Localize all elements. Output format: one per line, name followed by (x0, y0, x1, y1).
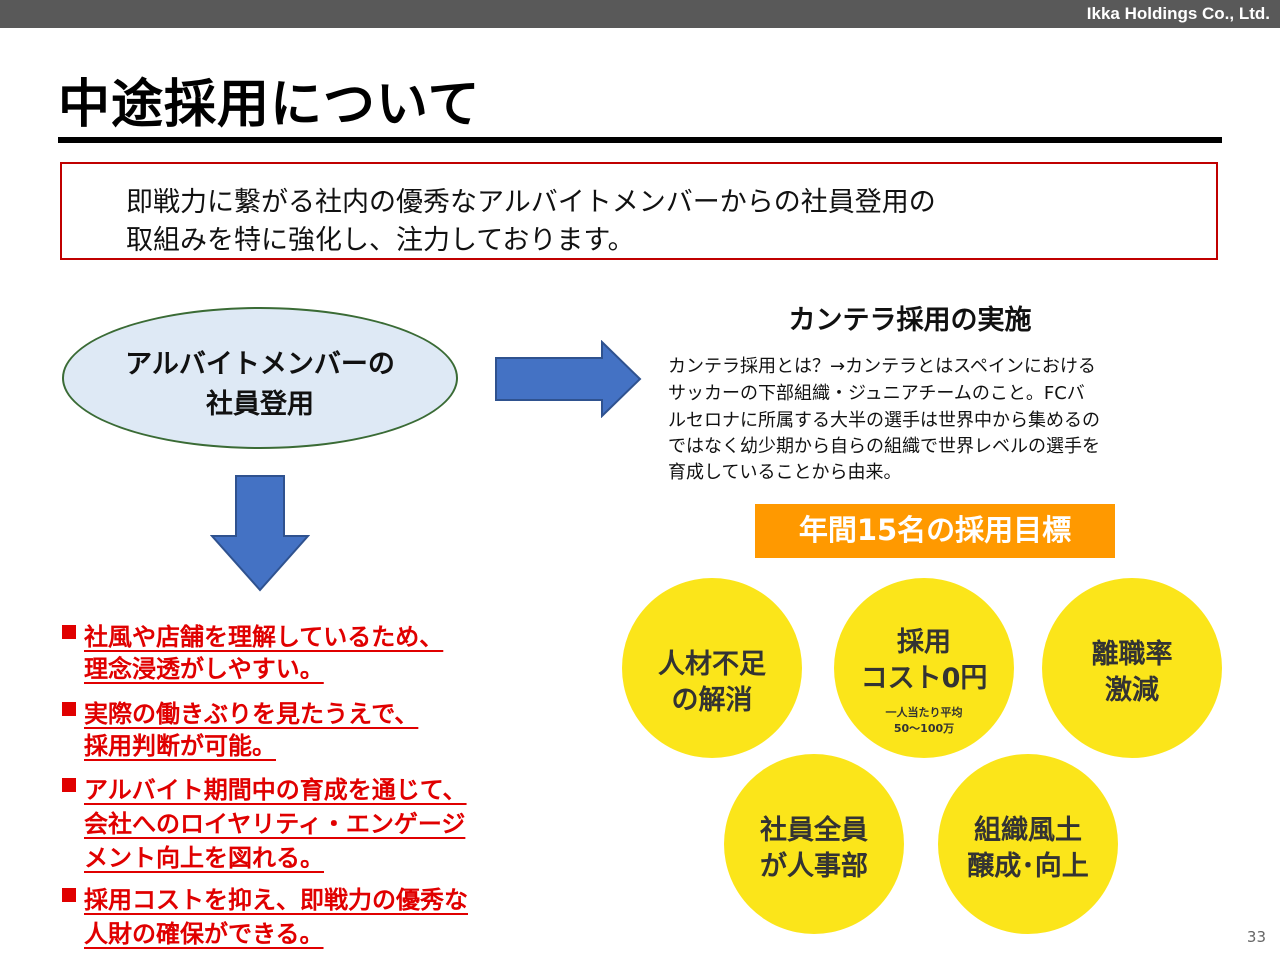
right-arrow-icon (495, 340, 642, 418)
benefit-circle (1042, 578, 1222, 758)
cantera-desc-line: サッカーの下部組織・ジュニアチームのこと。FCバ (668, 383, 1085, 404)
benefit-circle-label: の解消 (671, 685, 753, 716)
benefit-circle (834, 578, 1014, 758)
benefit-circle-note: 一人当たり平均 (885, 706, 963, 719)
bullet-text: 理念浸透がしやすい。 (84, 655, 324, 683)
company-name: Ikka Holdings Co., Ltd. (1086, 4, 1270, 23)
benefit-circle-label: 人材不足 (658, 649, 766, 680)
title-underline (58, 137, 1222, 143)
bullet-text: 採用判断が可能。 (84, 732, 276, 760)
cantera-desc-line: ルセロナに所属する大半の選手は世界中から集めるの (668, 410, 1100, 431)
target-label: 年間15名の採用目標 (798, 513, 1072, 547)
page-title: 中途採用について (58, 75, 481, 135)
ellipse-label: アルバイトメンバーの (125, 349, 395, 380)
page-number: 33 (1246, 928, 1266, 946)
benefit-circle-label: 採用 (897, 627, 951, 658)
bullet-text: 実際の働きぶりを見たうえで、 (84, 700, 419, 728)
benefit-circle-label: 組織風土 (974, 815, 1082, 846)
benefit-circle-label: コスト0円 (860, 663, 988, 694)
bullet-text: 会社へのロイヤリティ・エンゲージ (84, 810, 466, 838)
benefit-circle-label: 社員全員 (760, 815, 868, 846)
bullet-square-icon (62, 625, 76, 639)
part-timer-ellipse (62, 307, 458, 449)
bullet-text: メント向上を図れる。 (84, 844, 324, 872)
benefit-circle-label: 離職率 (1091, 639, 1173, 670)
bullet-text: 社風や店舗を理解しているため、 (84, 623, 444, 651)
down-arrow-icon (210, 475, 310, 592)
intro-line: 取組みを特に強化し、注力しております。 (126, 225, 635, 256)
cantera-desc-line: ではなく幼少期から自らの組織で世界レベルの選手を (668, 436, 1100, 457)
intro-box (60, 162, 1218, 260)
benefit-circle (938, 754, 1118, 934)
bullet-square-icon (62, 778, 76, 792)
intro-line: 即戦力に繋がる社内の優秀なアルバイトメンバーからの社員登用の (126, 187, 936, 218)
benefit-circle-label: 激減 (1105, 675, 1159, 706)
benefit-circle (622, 578, 802, 758)
benefit-circle (724, 754, 904, 934)
benefit-circle-note: 50～100万 (893, 722, 955, 735)
bullet-square-icon (62, 702, 76, 716)
bullet-text: 採用コストを抑え、即戦力の優秀な (84, 886, 468, 914)
target-badge (755, 504, 1115, 558)
bullet-square-icon (62, 888, 76, 902)
benefit-circle-label: が人事部 (760, 851, 868, 882)
cantera-title: カンテラ採用の実施 (788, 305, 1032, 336)
benefit-circle-label: 醸成･向上 (967, 851, 1089, 882)
ellipse-label: 社員登用 (206, 389, 314, 420)
cantera-desc-line: カンテラ採用とは？→カンテラとはスペインにおける (668, 356, 1096, 377)
bullet-text: アルバイト期間中の育成を通じて、 (84, 776, 467, 804)
header-bar (0, 0, 1280, 28)
bullet-text: 人財の確保ができる。 (84, 920, 324, 948)
cantera-desc-line: 育成していることから由来。 (668, 462, 902, 483)
